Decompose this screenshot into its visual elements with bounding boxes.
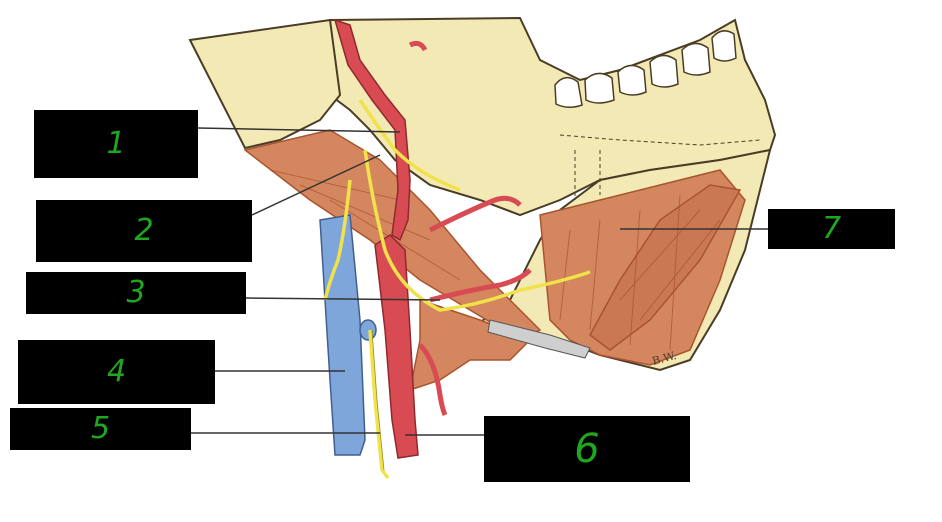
label-number-6: 6 xyxy=(574,426,600,472)
label-box-3: 3 xyxy=(26,272,246,314)
vein-branch xyxy=(359,319,377,341)
digastric-tendon xyxy=(487,319,591,359)
external-carotid-artery xyxy=(333,18,411,242)
label-box-5: 5 xyxy=(10,408,191,450)
leader-line-2 xyxy=(251,154,381,216)
nerves xyxy=(323,99,591,480)
carotid-artery xyxy=(374,234,419,459)
teeth xyxy=(554,30,737,108)
dashed-line xyxy=(574,150,601,200)
label-box-2: 2 xyxy=(36,200,252,262)
anterior-digastric-muscle xyxy=(589,184,742,351)
leader-lines xyxy=(191,127,768,436)
leader-line-1 xyxy=(197,127,401,133)
label-number-7: 7 xyxy=(821,211,842,246)
label-number-3: 3 xyxy=(126,275,146,310)
label-box-7: 7 xyxy=(768,209,895,249)
skull-base xyxy=(188,18,342,150)
internal-jugular-vein xyxy=(319,214,366,456)
label-number-2: 2 xyxy=(134,213,154,248)
label-box-1: 1 xyxy=(34,110,198,178)
leader-line-3 xyxy=(245,297,441,301)
dashed-line xyxy=(559,134,761,146)
facial-artery xyxy=(428,195,522,233)
nerve-outlines xyxy=(371,329,385,471)
label-number-5: 5 xyxy=(90,411,111,446)
label-number-1: 1 xyxy=(106,126,126,161)
label-box-4: 4 xyxy=(18,340,215,404)
label-box-6: 6 xyxy=(484,416,690,482)
lingual-artery xyxy=(429,268,532,303)
arterial-branch xyxy=(408,40,428,52)
arterial-branch xyxy=(418,343,448,416)
label-number-4: 4 xyxy=(106,354,127,389)
